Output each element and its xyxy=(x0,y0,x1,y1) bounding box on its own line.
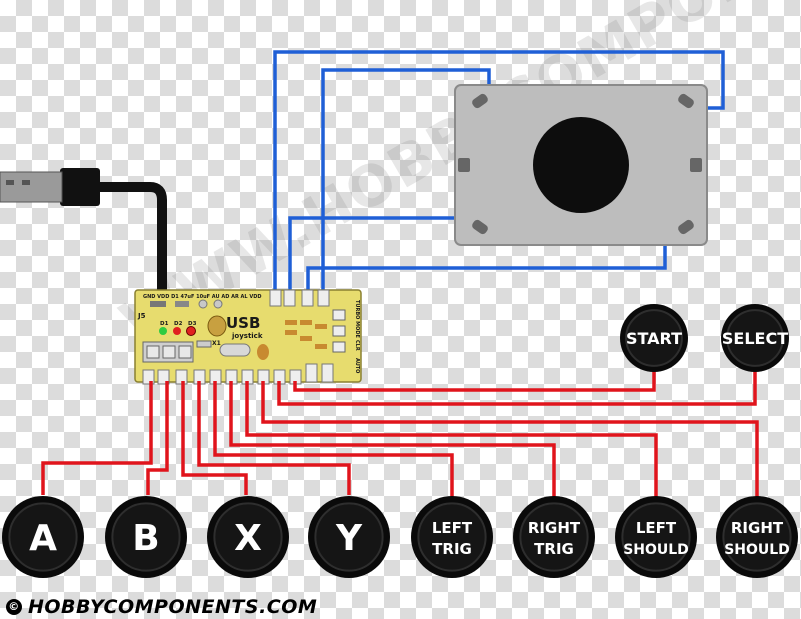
footer: © HOBBYCOMPONENTS.COM xyxy=(6,596,317,618)
mode-label-auto: AUTO xyxy=(354,358,360,373)
led-label-d2: D2 xyxy=(174,321,183,327)
button-label-line2: SHOULD xyxy=(724,542,790,558)
led-label-d3: D3 xyxy=(188,321,197,327)
button-label: A xyxy=(29,518,57,559)
board-title: USB xyxy=(226,314,260,332)
board-connector-label: J5 xyxy=(137,312,146,320)
footer-text: HOBBYCOMPONENTS.COM xyxy=(28,596,318,618)
led-label-d1: D1 xyxy=(160,321,169,327)
button-label: B xyxy=(132,518,159,559)
button-label-line2: SHOULD xyxy=(623,542,689,558)
button-wires xyxy=(41,360,759,497)
button-a[interactable]: A xyxy=(2,496,84,578)
button-cap xyxy=(8,502,78,572)
button-label: LEFT xyxy=(636,519,677,537)
button-cap xyxy=(417,502,487,572)
led-red-2 xyxy=(186,326,196,336)
button-left-should[interactable]: LEFT SHOULD xyxy=(615,496,697,578)
button-label: X xyxy=(234,518,262,559)
usb-plug-metal xyxy=(0,171,63,203)
button-label: Y xyxy=(335,518,363,559)
button-select[interactable]: SELECT xyxy=(721,304,789,372)
usb-cable xyxy=(0,168,167,292)
led-green xyxy=(159,327,167,335)
copyright-icon: © xyxy=(6,599,22,615)
button-cap xyxy=(519,502,589,572)
button-label-line2: TRIG xyxy=(534,540,574,558)
button-label: SELECT xyxy=(722,329,788,348)
button-cap xyxy=(213,502,283,572)
button-cap xyxy=(621,502,691,572)
button-right-should[interactable]: RIGHT SHOULD xyxy=(716,496,798,578)
button-label-line2: TRIG xyxy=(432,540,472,558)
button-cap xyxy=(625,309,683,367)
button-cap xyxy=(111,502,181,572)
button-cap xyxy=(314,502,384,572)
usb-joystick-board: GND VDD D1 47uF 10uF AU AD AR AL VDD J5 … xyxy=(134,289,362,385)
led-red xyxy=(173,327,181,335)
button-label: LEFT xyxy=(432,519,473,537)
buttons: A B X Y LEFT TRIG RIGHT TRIG LEFT SHOULD RIGHT SHOU… xyxy=(2,304,798,578)
button-cap xyxy=(722,502,792,572)
joystick-ball xyxy=(533,117,629,213)
button-label: RIGHT xyxy=(528,519,581,537)
button-label: RIGHT xyxy=(731,519,784,537)
button-x[interactable]: X xyxy=(207,496,289,578)
joystick-wires xyxy=(273,50,725,292)
button-b[interactable]: B xyxy=(105,496,187,578)
button-start[interactable]: START xyxy=(620,304,688,372)
usb-plug-body xyxy=(60,168,100,206)
button-left-trig[interactable]: LEFT TRIG xyxy=(411,496,493,578)
button-y[interactable]: Y xyxy=(308,496,390,578)
crystal-label: X1 xyxy=(212,340,221,347)
board-subtitle: joystick xyxy=(231,332,263,340)
button-right-trig[interactable]: RIGHT TRIG xyxy=(513,496,595,578)
button-label: START xyxy=(626,329,682,348)
mode-label-clr: CLR xyxy=(354,340,360,351)
board-header-pins: GND VDD D1 47uF 10uF AU AD AR AL VDD xyxy=(143,294,262,300)
mode-label-turbo: TURBO MODE xyxy=(354,300,360,338)
joystick[interactable] xyxy=(454,84,708,246)
button-cap xyxy=(726,309,784,367)
